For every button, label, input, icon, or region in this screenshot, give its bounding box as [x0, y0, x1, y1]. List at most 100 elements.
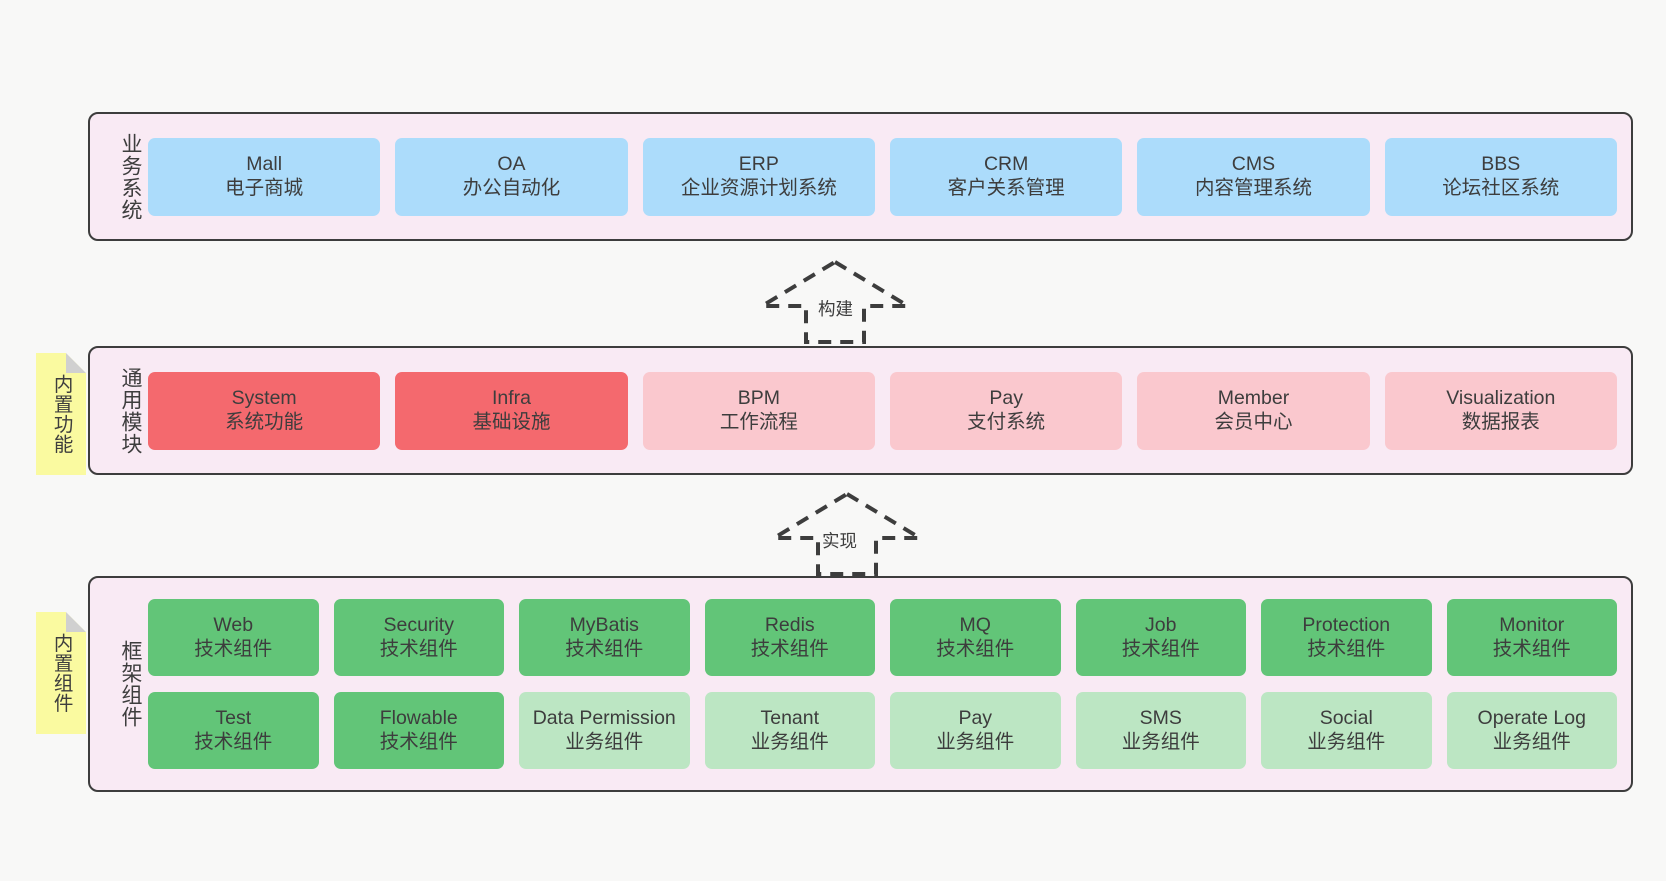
card-sms-desc: 业务组件: [1121, 730, 1200, 753]
card-pay-module-desc: 支付系统: [967, 410, 1046, 433]
card-social-desc: 业务组件: [1307, 730, 1386, 753]
connector-build-label: 构建: [818, 299, 853, 319]
card-erp-desc: 企业资源计划系统: [680, 176, 837, 199]
card-oa[interactable]: OA 办公自动化: [395, 137, 628, 216]
layer-body-common: System 系统功能 Infra 基础设施 BPM 工作流程 Pay 支付系统…: [142, 348, 1631, 473]
layer-title-common: 通用模块: [119, 366, 142, 455]
card-mybatis[interactable]: MyBatis 技术组件: [519, 599, 690, 676]
card-mall-name: Mall: [246, 152, 283, 175]
card-security[interactable]: Security 技术组件: [333, 599, 504, 676]
card-visualization[interactable]: Visualization 数据报表: [1384, 371, 1617, 450]
card-crm[interactable]: CRM 客户关系管理: [889, 137, 1123, 216]
card-cms[interactable]: CMS 内容管理系统: [1137, 137, 1370, 216]
layer-body-framework: Web 技术组件 Security 技术组件 MyBatis 技术组件 Redi…: [142, 578, 1631, 790]
card-bbs[interactable]: BBS 论坛社区系统: [1384, 137, 1617, 216]
note-builtin-components: 内置组件: [36, 612, 86, 734]
card-bpm-desc: 工作流程: [719, 410, 798, 433]
card-cms-name: CMS: [1231, 152, 1276, 175]
implement-arrow-icon: [766, 491, 928, 576]
card-mall-desc: 电子商城: [225, 176, 304, 199]
framework-row-biz: Test 技术组件 Flowable 技术组件 Data Permission …: [148, 692, 1617, 769]
card-bbs-desc: 论坛社区系统: [1442, 176, 1560, 199]
card-mq[interactable]: MQ 技术组件: [890, 599, 1061, 676]
card-sms[interactable]: SMS 业务组件: [1075, 692, 1246, 769]
layer-title-business: 业务系统: [119, 132, 142, 221]
note-builtin-features-label: 内置功能: [50, 374, 73, 454]
card-security-desc: 技术组件: [379, 637, 458, 660]
card-bbs-name: BBS: [1481, 152, 1521, 175]
card-visualization-name: Visualization: [1446, 386, 1556, 409]
card-monitor-desc: 技术组件: [1492, 637, 1571, 660]
connector-build: 构建: [754, 258, 916, 344]
card-system-name: System: [231, 386, 297, 409]
card-job-desc: 技术组件: [1121, 637, 1200, 660]
layer-title-framework: 框架组件: [119, 640, 142, 728]
card-operate-log[interactable]: Operate Log 业务组件: [1446, 692, 1617, 769]
card-flowable-name: Flowable: [379, 706, 458, 729]
card-erp-name: ERP: [738, 152, 779, 175]
note-builtin-features: 内置功能: [36, 353, 86, 475]
connector-implement-label: 实现: [822, 531, 857, 551]
card-test-desc: 技术组件: [194, 730, 273, 753]
card-crm-desc: 客户关系管理: [947, 176, 1065, 199]
card-member[interactable]: Member 会员中心: [1137, 371, 1370, 450]
card-redis-name: Redis: [764, 613, 815, 636]
card-member-desc: 会员中心: [1214, 410, 1293, 433]
card-web-name: Web: [213, 613, 254, 636]
card-pay-module[interactable]: Pay 支付系统: [889, 371, 1123, 450]
card-operate-log-name: Operate Log: [1477, 706, 1586, 729]
card-oa-desc: 办公自动化: [462, 176, 561, 199]
note-builtin-components-label: 内置组件: [50, 633, 73, 713]
card-monitor-name: Monitor: [1499, 613, 1565, 636]
card-job[interactable]: Job 技术组件: [1075, 599, 1246, 676]
card-infra-desc: 基础设施: [472, 410, 551, 433]
card-infra[interactable]: Infra 基础设施: [395, 371, 628, 450]
card-pay-component[interactable]: Pay 业务组件: [890, 692, 1061, 769]
card-member-name: Member: [1217, 386, 1290, 409]
layer-business-systems: 业务系统 Mall 电子商城 OA 办公自动化 ERP 企业资源计划系统 CRM…: [88, 112, 1633, 241]
card-web-desc: 技术组件: [194, 637, 273, 660]
card-mybatis-desc: 技术组件: [565, 637, 644, 660]
card-data-permission[interactable]: Data Permission 业务组件: [519, 692, 690, 769]
card-mybatis-name: MyBatis: [569, 613, 639, 636]
card-test[interactable]: Test 技术组件: [148, 692, 319, 769]
card-protection[interactable]: Protection 技术组件: [1261, 599, 1432, 676]
framework-row-tech: Web 技术组件 Security 技术组件 MyBatis 技术组件 Redi…: [148, 599, 1617, 676]
card-system-desc: 系统功能: [225, 410, 304, 433]
note-fold-corner-icon: [66, 612, 86, 632]
card-sms-name: SMS: [1139, 706, 1182, 729]
card-job-name: Job: [1145, 613, 1177, 636]
card-infra-name: Infra: [491, 386, 531, 409]
card-pay-module-name: Pay: [989, 386, 1023, 409]
card-monitor[interactable]: Monitor 技术组件: [1446, 599, 1617, 676]
connector-implement: 实现: [766, 490, 928, 576]
note-fold-corner-icon: [66, 353, 86, 373]
common-row: System 系统功能 Infra 基础设施 BPM 工作流程 Pay 支付系统…: [148, 371, 1617, 450]
card-flowable[interactable]: Flowable 技术组件: [333, 692, 504, 769]
layer-common-modules: 通用模块 System 系统功能 Infra 基础设施 BPM 工作流程 Pay…: [88, 346, 1633, 475]
card-data-permission-desc: 业务组件: [565, 730, 644, 753]
card-tenant-name: Tenant: [760, 706, 820, 729]
card-test-name: Test: [215, 706, 252, 729]
card-erp[interactable]: ERP 企业资源计划系统: [642, 137, 875, 216]
card-tenant-desc: 业务组件: [750, 730, 829, 753]
card-protection-name: Protection: [1302, 613, 1391, 636]
card-bpm[interactable]: BPM 工作流程: [642, 371, 875, 450]
layer-body-business: Mall 电子商城 OA 办公自动化 ERP 企业资源计划系统 CRM 客户关系…: [142, 114, 1631, 239]
card-mall[interactable]: Mall 电子商城: [148, 137, 381, 216]
card-cms-desc: 内容管理系统: [1194, 176, 1312, 199]
card-protection-desc: 技术组件: [1307, 637, 1386, 660]
card-operate-log-desc: 业务组件: [1492, 730, 1571, 753]
card-redis[interactable]: Redis 技术组件: [704, 599, 875, 676]
card-pay-component-desc: 业务组件: [936, 730, 1015, 753]
card-flowable-desc: 技术组件: [379, 730, 458, 753]
card-pay-component-name: Pay: [958, 706, 993, 729]
build-arrow-icon: [754, 259, 916, 344]
card-system[interactable]: System 系统功能: [148, 371, 381, 450]
card-mq-desc: 技术组件: [936, 637, 1015, 660]
card-web[interactable]: Web 技术组件: [148, 599, 319, 676]
card-tenant[interactable]: Tenant 业务组件: [704, 692, 875, 769]
card-crm-name: CRM: [983, 152, 1029, 175]
card-social[interactable]: Social 业务组件: [1261, 692, 1432, 769]
